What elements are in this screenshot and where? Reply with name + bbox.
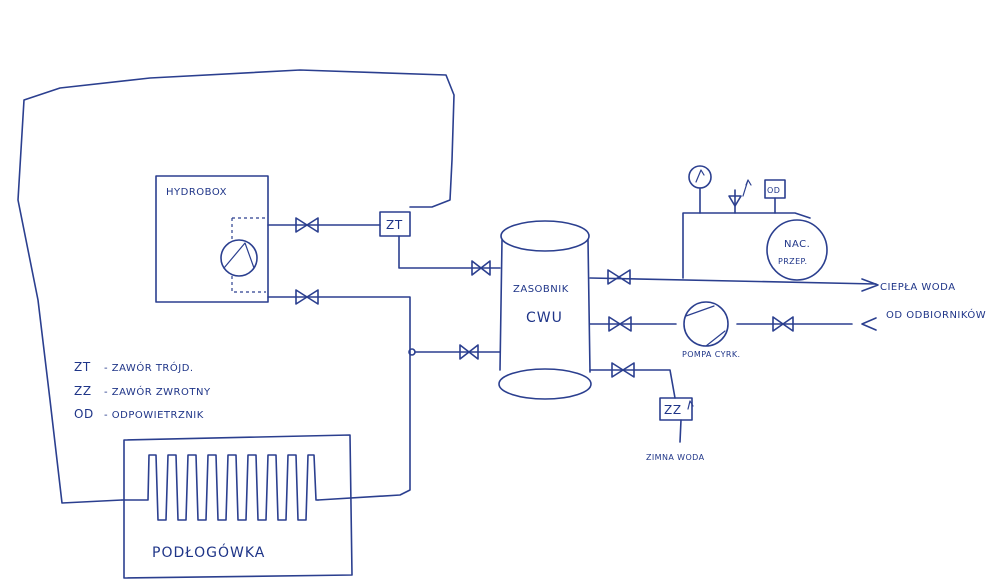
valve-icon [471,260,491,276]
safety-valve-icon [728,179,752,214]
cwu-tank [498,220,592,400]
tank-label-line1: ZASOBNIK [513,284,569,295]
floor-heating-coil [121,454,319,521]
tank-label-line2: CWU [526,310,563,326]
pressure-gauge-icon [688,165,712,214]
valve-icon [772,316,794,332]
legend-code: ZZ [74,384,92,398]
legend-text: - ODPOWIETRZNIK [104,410,204,421]
vent-label: OD [767,186,780,195]
cold-water-label: ZIMNA WODA [646,453,705,462]
arrow-left-icon [861,317,877,331]
cold-water-stub [679,419,682,443]
floor-heating-box [123,434,353,579]
cold-water-pipe [589,369,676,399]
circ-pump-label: POMPA CYRK. [682,350,740,359]
valve-icon [295,289,319,305]
hydrobox-box [155,175,269,303]
expansion-label-line1: NAC. [784,239,810,250]
legend-code: OD [74,407,94,421]
valve-icon [607,269,631,285]
hot-water-pipe [589,277,877,285]
legend-text: - ZAWÓR ZWROTNY [104,385,211,398]
legend: ZT - ZAWÓR TRÓJD. ZZ - ZAWÓR ZWROTNY OD … [74,360,211,421]
check-valve-label: ZZ [664,403,682,417]
expansion-vessel [766,219,828,281]
legend-text: - ZAWÓR TRÓJD. [104,361,194,374]
zt-valve-label: ZT [386,218,403,232]
zt-to-tank-pipe [398,235,501,269]
check-valve-box [659,397,693,421]
expansion-branch-pipe [682,212,811,279]
hot-water-label: CIEPŁA WODA [880,282,956,293]
loop-pipe [17,69,455,504]
floor-heating-label: PODŁOGÓWKA [152,543,265,561]
arrow-right-icon [861,278,879,292]
legend-code: ZT [74,360,91,374]
check-arrow-icon [687,400,694,410]
circulation-pump-icon [683,301,729,347]
hydrobox-dashed-link [231,217,266,240]
zt-valve-box [379,211,411,237]
valve-icon [459,344,479,360]
hydrobox-pump-icon [220,239,258,277]
expansion-label-line2: PRZEP. [778,257,807,266]
from-consumers-label: OD ODBIORNIKÓW [886,308,986,321]
valve-icon [295,217,319,233]
return-pipe [267,296,411,501]
hydrobox-label: HYDROBOX [166,187,227,198]
hydrobox-dashed-link-lower [231,276,266,293]
vent-box [764,179,786,214]
valve-icon [608,316,632,332]
valve-icon [611,362,635,378]
